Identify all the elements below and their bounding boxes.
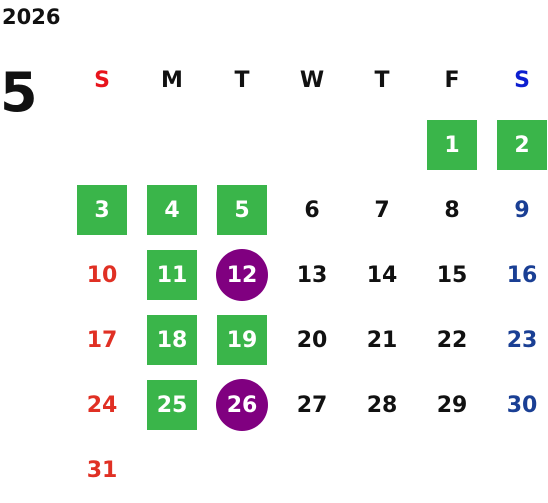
calendar-day-6[interactable]: 6 [277, 178, 347, 243]
day-number: 11 [156, 263, 188, 288]
calendar-day-5[interactable]: 5 [207, 178, 277, 243]
special-day-marker [216, 379, 268, 431]
calendar-day-22[interactable]: 22 [417, 308, 487, 373]
holiday-highlight [147, 315, 197, 365]
day-number: 16 [506, 263, 538, 288]
calendar-day-13[interactable]: 13 [277, 243, 347, 308]
calendar-day-20[interactable]: 20 [277, 308, 347, 373]
day-number: 3 [94, 198, 110, 223]
holiday-highlight [217, 185, 267, 235]
day-number: 13 [296, 263, 328, 288]
day-number: 28 [366, 393, 398, 418]
calendar-day-16[interactable]: 16 [487, 243, 548, 308]
calendar-day-24[interactable]: 24 [67, 373, 137, 438]
calendar-day-10[interactable]: 10 [67, 243, 137, 308]
calendar-day-26[interactable]: 26 [207, 373, 277, 438]
day-number: 20 [296, 328, 328, 353]
calendar-day-8[interactable]: 8 [417, 178, 487, 243]
day-number: 30 [506, 393, 538, 418]
day-number: 2 [514, 133, 530, 158]
day-number: 27 [296, 393, 328, 418]
weekday-friday: F [444, 68, 460, 93]
calendar-day-1[interactable]: 1 [417, 113, 487, 178]
calendar-day-9[interactable]: 9 [487, 178, 548, 243]
day-number: 5 [234, 198, 250, 223]
holiday-highlight [147, 380, 197, 430]
calendar-day-17[interactable]: 17 [67, 308, 137, 373]
day-number: 7 [374, 198, 390, 223]
calendar-day-21[interactable]: 21 [347, 308, 417, 373]
weekday-saturday: S [514, 68, 530, 93]
day-number: 4 [164, 198, 180, 223]
day-number: 21 [366, 328, 398, 353]
holiday-highlight [77, 185, 127, 235]
calendar-day-19[interactable]: 19 [207, 308, 277, 373]
calendar-day-14[interactable]: 14 [347, 243, 417, 308]
holiday-highlight [427, 120, 477, 170]
calendar-day-30[interactable]: 30 [487, 373, 548, 438]
day-number: 10 [86, 263, 118, 288]
holiday-highlight [217, 315, 267, 365]
day-number: 31 [86, 458, 118, 483]
holiday-highlight [497, 120, 547, 170]
holiday-highlight [147, 185, 197, 235]
day-number: 25 [156, 393, 188, 418]
calendar-day-4[interactable]: 4 [137, 178, 207, 243]
weekday-tuesday: T [234, 68, 250, 93]
day-number: 12 [226, 263, 258, 288]
calendar-month: 5 [0, 61, 38, 124]
calendar-day-28[interactable]: 28 [347, 373, 417, 438]
calendar-day-23[interactable]: 23 [487, 308, 548, 373]
calendar-day-31[interactable]: 31 [67, 438, 137, 503]
day-number: 24 [86, 393, 118, 418]
weekday-monday: M [161, 68, 183, 93]
day-number: 19 [226, 328, 258, 353]
calendar-year: 2026 [2, 5, 61, 29]
day-number: 23 [506, 328, 538, 353]
calendar-day-12[interactable]: 12 [207, 243, 277, 308]
day-number: 14 [366, 263, 398, 288]
weekday-sunday: S [94, 68, 110, 93]
weekday-thursday: T [374, 68, 390, 93]
day-number: 1 [444, 133, 460, 158]
day-number: 22 [436, 328, 468, 353]
calendar-day-11[interactable]: 11 [137, 243, 207, 308]
day-number: 9 [514, 198, 530, 223]
day-number: 18 [156, 328, 188, 353]
day-number: 17 [86, 328, 118, 353]
special-day-marker [216, 249, 268, 301]
calendar-day-25[interactable]: 25 [137, 373, 207, 438]
calendar-day-18[interactable]: 18 [137, 308, 207, 373]
day-number: 26 [226, 393, 258, 418]
day-number: 6 [304, 198, 320, 223]
weekday-wednesday: W [299, 68, 325, 93]
calendar-day-29[interactable]: 29 [417, 373, 487, 438]
day-number: 15 [436, 263, 468, 288]
calendar-day-27[interactable]: 27 [277, 373, 347, 438]
calendar-day-3[interactable]: 3 [67, 178, 137, 243]
calendar-day-2[interactable]: 2 [487, 113, 548, 178]
calendar-day-7[interactable]: 7 [347, 178, 417, 243]
holiday-highlight [147, 250, 197, 300]
day-number: 29 [436, 393, 468, 418]
day-number: 8 [444, 198, 460, 223]
calendar-day-15[interactable]: 15 [417, 243, 487, 308]
